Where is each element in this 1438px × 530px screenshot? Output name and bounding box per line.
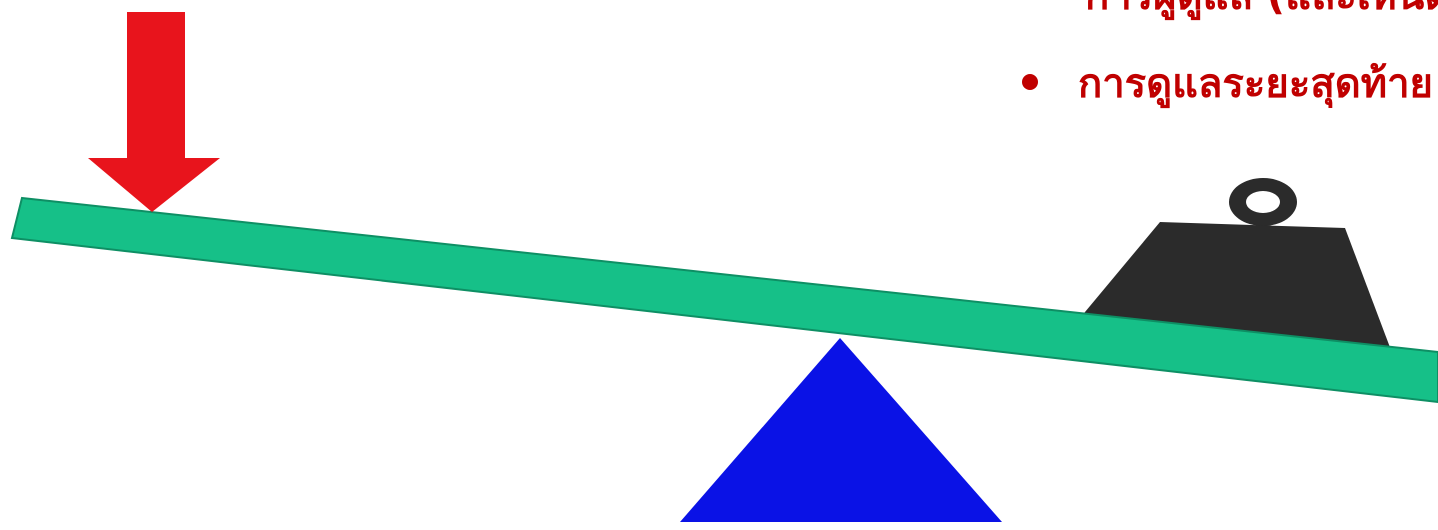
text-line-1-label: การผู้ดูแล (และเห็นด้วย [1085,0,1438,19]
fulcrum-triangle [680,338,1002,522]
text-line-2: การดูแลระยะสุดท้าย [1022,60,1433,108]
text-line-2-label: การดูแลระยะสุดท้าย [1078,61,1433,107]
bullet-icon [1022,74,1038,90]
down-arrow-icon [88,12,220,212]
text-line-1: การผู้ดูแล (และเห็นด้วย [1085,0,1438,20]
